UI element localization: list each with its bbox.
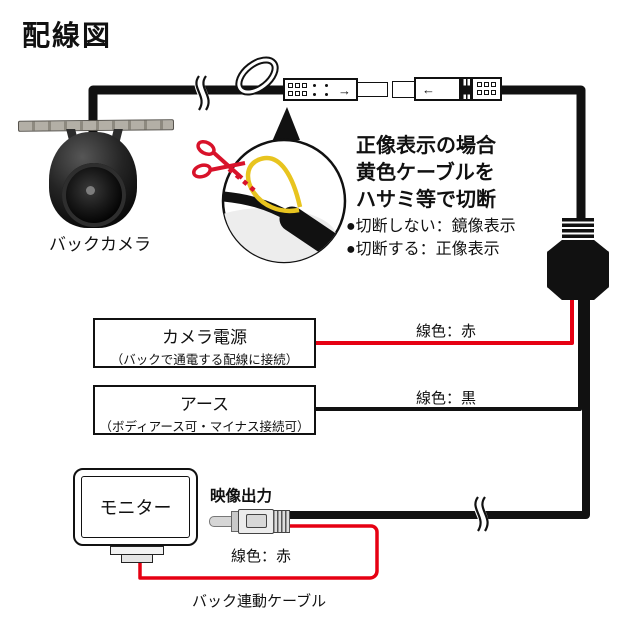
rca-strain-relief (273, 510, 290, 533)
cable-break-icon (194, 73, 210, 113)
page-title: 配線図 (22, 20, 113, 51)
female-connector: ← (414, 77, 461, 101)
camera-label: バックカメラ (49, 235, 151, 254)
arrow-left-icon: ← (422, 82, 435, 97)
rca-plug-pin (209, 516, 232, 527)
camera-lens-glint (86, 186, 95, 195)
wire-color-label-red-bottom: 線色：赤 (231, 548, 292, 565)
connector-pins (477, 82, 496, 95)
connector-pins (288, 83, 307, 96)
video-output-label: 映像出力 (210, 488, 273, 505)
female-receptacle (392, 81, 415, 98)
cut-note-bullet: ●切断する：正像表示 (346, 241, 500, 258)
wire-color-label-red: 線色：赤 (416, 323, 477, 340)
scissors-icon (191, 139, 246, 180)
ground-box: アース （ボディアース可・マイナス接続可） (93, 385, 316, 435)
camera-bracket (17, 119, 175, 132)
ground-title: アース (179, 395, 230, 414)
monitor-stand-base (121, 554, 153, 563)
back-signal-cable-label: バック連動ケーブル (192, 593, 327, 610)
monitor-screen: モニター (81, 476, 190, 538)
monitor-box: モニター (73, 468, 198, 546)
wire-color-label-black: 線色：黒 (416, 390, 477, 407)
yellow-cable (245, 155, 303, 214)
ground-subtitle: （ボディアース可・マイナス接続可） (99, 420, 310, 434)
power-wire-red (316, 292, 574, 345)
cut-note-line: 黄色ケーブルを (356, 162, 495, 184)
camera-power-box: カメラ電源 （バックで通電する配線に接続） (93, 318, 316, 368)
cable-loop (235, 56, 279, 96)
cut-note-line: ハサミ等で切断 (356, 189, 496, 211)
junction-shoulder (547, 240, 609, 252)
rca-plug-body (238, 509, 274, 534)
cut-note-bullets: ●切断しない：鏡像表示 ●切断する：正像表示 (346, 215, 516, 261)
camera-lens (62, 163, 126, 227)
camera-power-title: カメラ電源 (162, 328, 247, 347)
arrow-right-icon: → (338, 83, 351, 98)
male-plug-tip (357, 82, 388, 97)
junction-taper (547, 287, 609, 300)
junction-body (547, 251, 609, 288)
ground-wire-black (316, 292, 582, 411)
connector-end-cap (471, 77, 502, 101)
cut-note-line: 正像表示の場合 (356, 135, 496, 157)
video-cable (289, 290, 590, 519)
male-connector: → (283, 78, 358, 101)
cut-note-heading: 正像表示の場合 黄色ケーブルを ハサミ等で切断 (356, 133, 496, 214)
monitor-red-wire (138, 524, 379, 580)
cut-note-bullet: ●切断しない：鏡像表示 (346, 218, 516, 235)
rca-plug-detail (246, 514, 267, 528)
pointer-triangle (271, 107, 300, 144)
junction-ribs (562, 218, 594, 241)
cable-break-icon-2 (473, 494, 489, 534)
camera-power-subtitle: （バックで通電する配線に接続） (110, 353, 299, 367)
